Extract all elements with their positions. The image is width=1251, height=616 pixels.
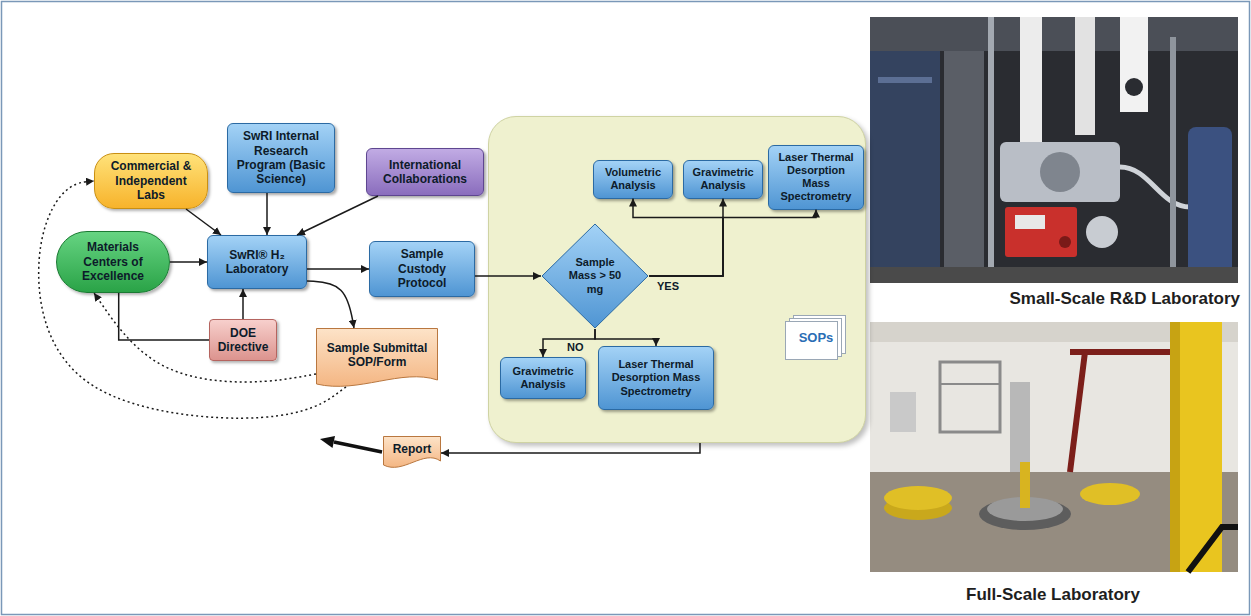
return-arrow — [320, 436, 382, 452]
connector — [186, 209, 221, 235]
connector — [543, 329, 595, 357]
box-label: Gravimetric Analysis — [690, 166, 756, 192]
strut — [988, 17, 994, 283]
edge-label: YES — [655, 280, 681, 293]
dotted-connector — [94, 293, 316, 382]
connector — [595, 329, 656, 346]
document-shape: Sample Submittal SOP/Form — [316, 328, 438, 390]
instrument — [1005, 207, 1077, 257]
connectors — [39, 181, 816, 453]
connector — [297, 196, 378, 235]
caption-box: Full-Scale Laboratory — [868, 585, 1238, 605]
document-fill — [317, 329, 438, 387]
photo-caption: Full-Scale Laboratory — [868, 585, 1238, 605]
document-fill — [384, 436, 441, 467]
cabinet — [870, 51, 940, 283]
connector — [649, 210, 816, 277]
connector — [266, 193, 268, 235]
flange — [1040, 152, 1080, 192]
pillar-shade — [1170, 322, 1180, 572]
rack-bar — [940, 383, 1000, 385]
knob — [1059, 236, 1071, 248]
document-shape: Report — [383, 436, 441, 471]
caption-box: Small-Scale R&D Laboratory — [868, 289, 1240, 309]
box-label: SwRI® H₂ Laboratory — [214, 248, 300, 277]
source-box: SwRI Internal Research Program (Basic Sc… — [227, 123, 335, 193]
cylinder — [1075, 17, 1095, 135]
connector — [633, 199, 723, 277]
analysis-box: Gravimetric Analysis — [683, 160, 763, 199]
sops-label: SOPs — [799, 330, 834, 346]
connector — [242, 289, 244, 319]
box-label: Sample Mass > 50 mg — [564, 256, 626, 296]
diamond-fill — [542, 224, 648, 328]
frame-beam — [1070, 352, 1170, 472]
connector — [475, 275, 541, 277]
cylinder — [1120, 17, 1148, 112]
box-label: Laser Thermal Desorption Mass Spectromet… — [775, 151, 857, 204]
connector — [307, 281, 354, 328]
electrical-box — [890, 392, 916, 432]
analysis-box: Laser Thermal Desorption Mass Spectromet… — [598, 346, 714, 410]
tank — [1188, 127, 1232, 283]
box-label: Volumetric Analysis — [600, 166, 666, 192]
source-box: International Collaborations — [366, 148, 484, 196]
cabinet-handle — [878, 77, 932, 83]
floor — [870, 267, 1238, 283]
ceiling — [870, 17, 1238, 51]
pipe — [1120, 167, 1190, 207]
box-label: Sample Custody Protocol — [376, 247, 468, 290]
box-label: Commercial & Independent Labs — [107, 159, 195, 202]
photo-ground — [870, 17, 1238, 283]
box-label: International Collaborations — [373, 158, 477, 187]
chamber — [1000, 142, 1120, 202]
sphere — [1086, 216, 1118, 248]
lab-photo — [870, 17, 1238, 283]
sops-icon: SOPs — [785, 315, 847, 361]
box-label: Report — [393, 442, 432, 456]
connector — [119, 293, 209, 340]
process-box: Sample Custody Protocol — [369, 241, 475, 297]
wall — [870, 322, 1238, 572]
box-label: Materials Centers of Excellence — [69, 240, 157, 283]
box-label: Sample Submittal SOP/Form — [322, 341, 432, 370]
decision-diamond: Sample Mass > 50 mg — [541, 223, 649, 329]
source-box: Materials Centers of Excellence — [56, 231, 170, 293]
edge-label-box: YES — [655, 280, 681, 293]
lab-photo — [870, 322, 1238, 572]
column — [1010, 382, 1030, 472]
process-box: SwRI® H₂ Laboratory — [207, 235, 307, 289]
box-label: Laser Thermal Desorption Mass Spectromet… — [605, 358, 707, 398]
gauge — [1125, 78, 1143, 96]
source-box: Commercial & Independent Labs — [94, 153, 208, 209]
edge-label: NO — [565, 341, 586, 354]
post — [1020, 462, 1030, 508]
photo-caption: Small-Scale R&D Laboratory — [868, 289, 1240, 309]
display — [1015, 215, 1045, 229]
analysis-box: Gravimetric Analysis — [500, 357, 586, 399]
tank — [884, 486, 952, 510]
arrow-shaft — [334, 442, 382, 452]
box-label: DOE Directive — [216, 326, 270, 355]
page-sheet — [786, 322, 838, 360]
connector — [307, 268, 369, 270]
rack — [940, 362, 1000, 432]
analysis-box: Laser Thermal Desorption Mass Spectromet… — [768, 145, 864, 210]
analysis-box: Volumetric Analysis — [593, 160, 673, 199]
directive-box: DOE Directive — [209, 319, 277, 361]
connector — [441, 443, 700, 453]
strut — [1170, 37, 1176, 283]
dotted-connector — [39, 181, 346, 418]
edge-label-box: NO — [565, 341, 586, 354]
arrow-head — [320, 436, 335, 448]
stand — [1188, 527, 1238, 572]
tank — [1080, 483, 1140, 505]
connector — [649, 199, 723, 277]
box-label: SwRI Internal Research Program (Basic Sc… — [234, 129, 328, 187]
wall-panel — [944, 51, 984, 283]
box-label: Gravimetric Analysis — [507, 365, 579, 391]
cylinder — [1020, 17, 1042, 142]
connector — [170, 261, 207, 263]
